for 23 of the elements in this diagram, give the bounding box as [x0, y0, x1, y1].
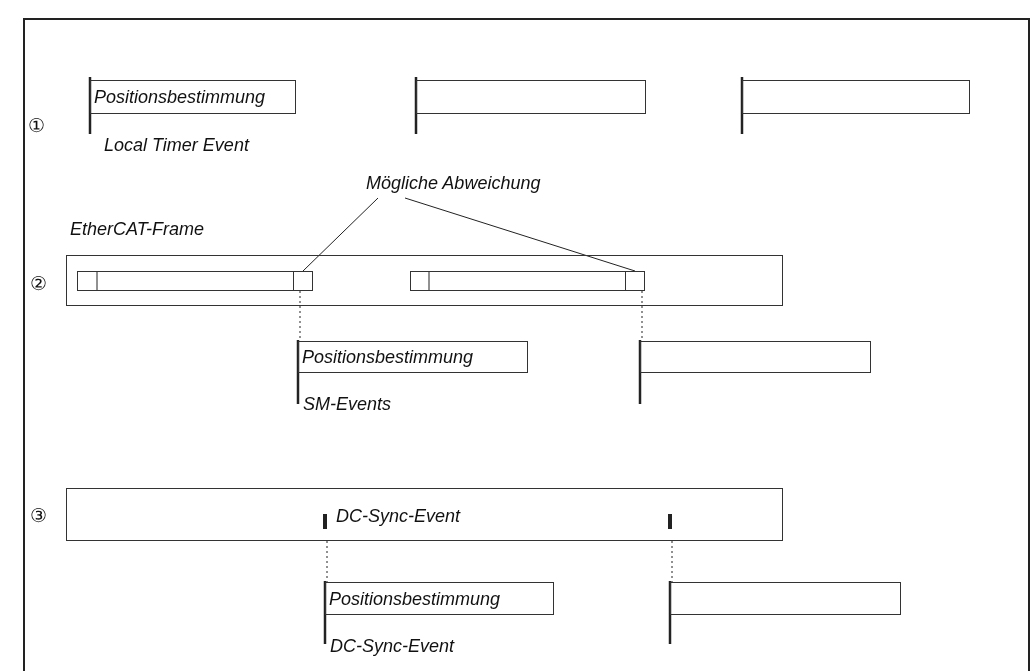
- event-label: DC-Sync-Event: [330, 635, 455, 657]
- box-label: Positionsbestimmung: [94, 86, 266, 108]
- frame-label: EtherCAT-Frame: [70, 218, 205, 240]
- step-number: ①: [28, 114, 45, 137]
- box-label: Positionsbestimmung: [329, 587, 501, 610]
- process-bar: [742, 80, 970, 114]
- leader-line: [404, 197, 636, 272]
- box-label: Positionsbestimmung: [302, 346, 474, 368]
- datagram-bar: [77, 271, 313, 291]
- datagram-bar: [410, 271, 645, 291]
- event-label: SM-Events: [303, 393, 392, 415]
- process-bar: [640, 341, 871, 373]
- step-number: ③: [30, 504, 47, 527]
- step-number: ②: [30, 272, 47, 295]
- dotted-connector: [326, 540, 328, 583]
- process-bar: [416, 80, 646, 114]
- dotted-connector: [671, 540, 673, 583]
- event-label: DC-Sync-Event: [336, 505, 461, 527]
- callout-label: Mögliche Abweichung: [366, 172, 541, 194]
- process-bar: [670, 582, 901, 615]
- timeline-band: [66, 488, 783, 541]
- event-label: Local Timer Event: [104, 134, 249, 156]
- leader-line: [302, 197, 379, 272]
